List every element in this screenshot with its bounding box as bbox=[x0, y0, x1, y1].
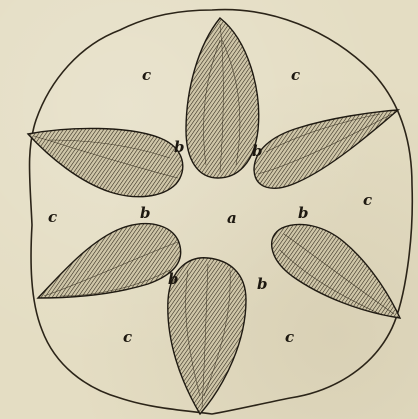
label-b-right: b bbox=[298, 204, 309, 222]
label-a-center: a bbox=[227, 209, 237, 227]
label-b-upper-right: b bbox=[252, 142, 263, 160]
label-c-lower-right: c bbox=[285, 328, 294, 346]
petal-upper-left bbox=[28, 128, 183, 196]
label-c-upper-right: c bbox=[291, 66, 300, 84]
label-b-lower-right: b bbox=[257, 275, 268, 293]
label-b-lower-left: b bbox=[168, 270, 179, 288]
label-c-right: c bbox=[363, 191, 372, 209]
label-b-left: b bbox=[140, 204, 151, 222]
label-c-lower-left: c bbox=[123, 328, 132, 346]
label-b-upper-left: b bbox=[174, 138, 185, 156]
petal-lower-left bbox=[38, 224, 181, 298]
petal-upper-right bbox=[254, 110, 398, 188]
petal-top bbox=[186, 18, 259, 178]
petal-lower-right bbox=[272, 224, 400, 318]
label-c-left: c bbox=[48, 208, 57, 226]
label-c-upper-left: c bbox=[142, 66, 151, 84]
petal-bottom bbox=[168, 258, 246, 414]
